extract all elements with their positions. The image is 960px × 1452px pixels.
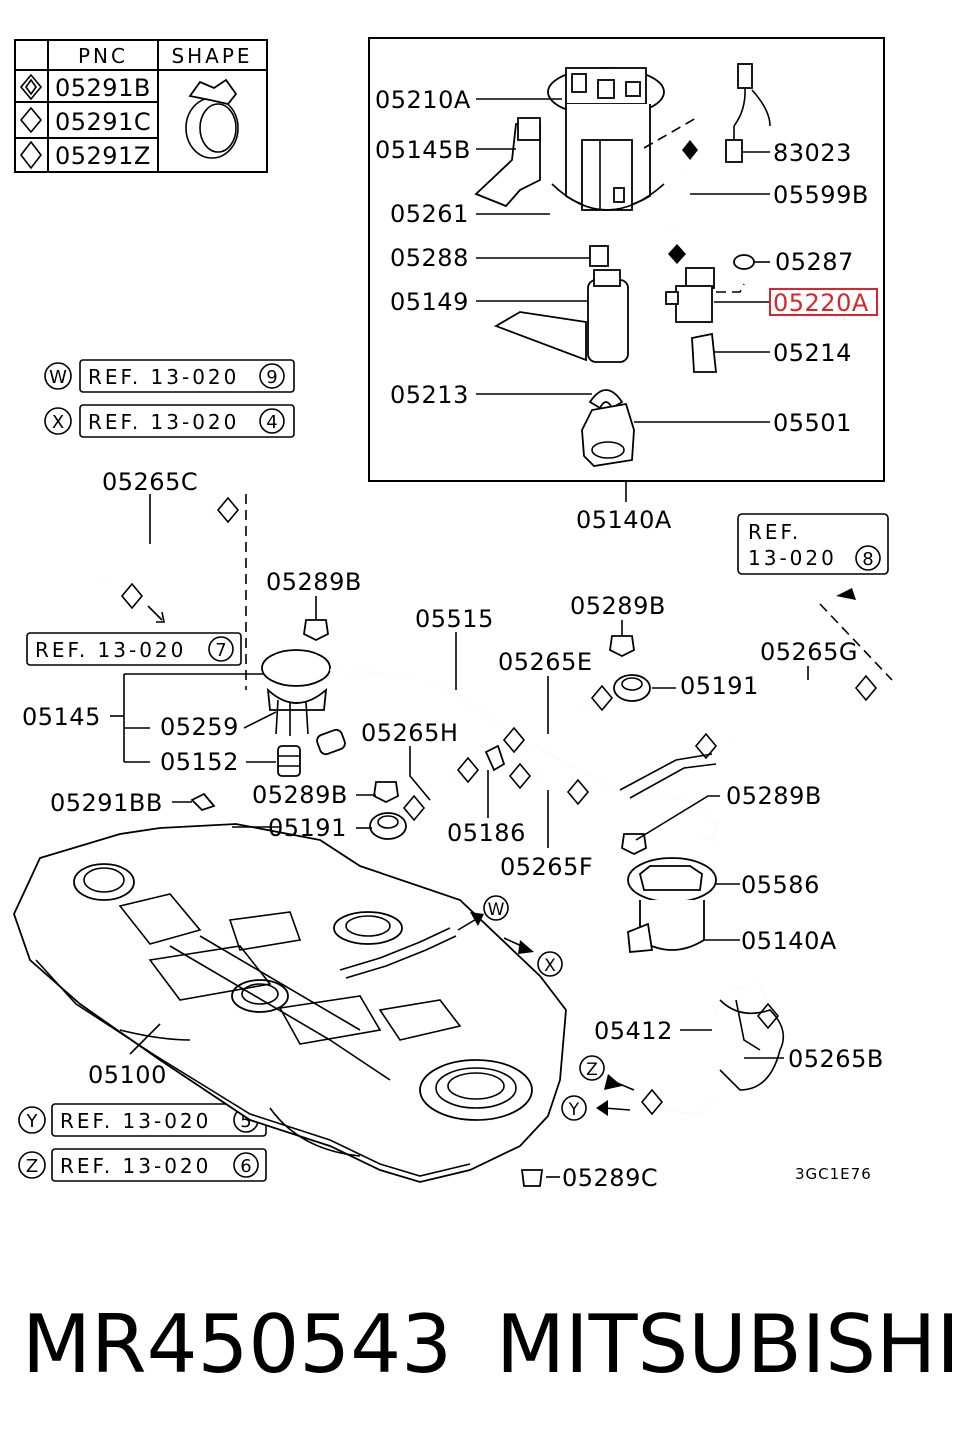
label-05265C: 05265C [102,468,198,496]
label-05220A-highlighted: 05220A [773,289,869,317]
fuel-lines-drawing [99,494,893,953]
label-05265E: 05265E [498,648,593,676]
fuel-tank-drawing [13,823,567,1187]
label-05289B-3: 05289B [252,781,348,809]
label-05145: 05145 [22,703,101,731]
label-05289B-4: 05289B [726,782,822,810]
main-part-labels: 05265C 05289B 05515 05289B 05265E 05191 … [22,468,884,1192]
label-05210A: 05210A [375,86,471,114]
leader-lines-main [110,494,809,1178]
diamond-outline-icon [19,106,43,134]
label-05599B: 05599B [773,181,869,209]
label-05265F: 05265F [500,853,593,881]
label-05412: 05412 [594,1017,673,1045]
label-05100: 05100 [88,1061,167,1089]
legend-code-05291C: 05291C [55,108,151,136]
ref-7: REF. 13-020 7 [26,632,242,666]
ref-z-marker: Z [26,1156,38,1177]
legend-header-pnc: PNC [78,44,128,68]
label-05191-2: 05191 [268,814,347,842]
lower-right-lines: Z Y [561,982,785,1121]
arrow-marker-w: W [488,900,505,920]
leader-lines-box [476,98,770,423]
caption-brand: MITSUBISHI [496,1298,960,1391]
label-05288: 05288 [390,244,469,272]
ref-z: Z REF. 13-020 6 [18,1148,267,1182]
arrow-marker-z: Z [586,1060,598,1080]
fuel-tank-parts-diagram: PNC SHAPE 05291B 05291C 05291Z [13,37,893,1192]
ref-x-text: REF. 13-020 [88,410,239,434]
legend-header-shape: SHAPE [171,44,252,68]
legend-table: PNC SHAPE 05291B 05291C 05291Z [14,39,268,173]
ref-x: X REF. 13-020 4 [44,404,295,438]
label-05289C: 05289C [562,1164,658,1192]
box-part-labels: 05210A 05145B 05261 05288 05149 05213 83… [375,86,878,534]
ref-w: W REF. 13-020 9 [44,359,295,393]
hose-clamp-shape-icon [185,78,239,159]
label-05289B-2: 05289B [570,592,666,620]
label-05152: 05152 [160,748,239,776]
label-05291BB: 05291BB [50,789,163,817]
ref-x-marker: X [52,412,64,433]
label-05140A: 05140A [576,506,672,534]
label-05515: 05515 [415,605,494,633]
diamond-half-icon [19,73,43,101]
label-05586: 05586 [741,871,820,899]
fuel-pump-assembly-box [368,37,885,502]
diagram-code: 3GC1E76 [795,1165,872,1183]
caption: MR450543 MITSUBISHI [0,1290,960,1400]
label-05214: 05214 [773,339,852,367]
ref-y-text: REF. 13-020 [60,1109,211,1133]
arrow-marker-x: X [544,956,556,976]
label-05265H: 05265H [361,719,458,747]
ref-z-text: REF. 13-020 [60,1154,211,1178]
highlight-box-05220A [769,288,878,316]
arrow-marker-y: Y [568,1100,580,1120]
ref-w-marker: W [49,367,67,388]
diamond-filled-icon [19,140,43,170]
label-05501: 05501 [773,409,852,437]
caption-part-number: MR450543 [22,1298,452,1391]
legend-code-05291B: 05291B [55,74,151,102]
ref-y-num: 5 [240,1111,251,1132]
label-05265B: 05265B [788,1045,884,1073]
label-05259: 05259 [160,713,239,741]
label-05265G: 05265G [760,638,858,666]
ref-w-num: 9 [266,367,277,388]
label-05149: 05149 [390,288,469,316]
ref-y: Y REF. 13-020 5 [18,1103,267,1137]
ref-7-num: 7 [215,640,226,661]
label-05186: 05186 [447,819,526,847]
ref-8-line2: 13-020 [748,546,837,570]
label-05287: 05287 [775,248,854,276]
ref-x-num: 4 [266,412,277,433]
fuel-pump-module-drawing [474,63,771,467]
ref-z-num: 6 [240,1156,251,1177]
ref-w-text: REF. 13-020 [88,365,239,389]
label-05140A-2: 05140A [741,927,837,955]
ref-7-text: REF. 13-020 [35,638,186,662]
ref-8-line1: REF. [748,520,801,544]
label-83023: 83023 [773,139,852,167]
ref-y-marker: Y [26,1111,39,1132]
label-05191-1: 05191 [680,672,759,700]
tank-arrows: W X [457,895,563,977]
label-05213: 05213 [390,381,469,409]
ref-8-num: 8 [862,549,873,570]
label-05145B: 05145B [375,136,471,164]
label-05261: 05261 [390,200,469,228]
ref-8: REF. 13-020 8 [737,513,889,575]
legend-code-05291Z: 05291Z [55,142,151,170]
label-05289B-1: 05289B [266,568,362,596]
